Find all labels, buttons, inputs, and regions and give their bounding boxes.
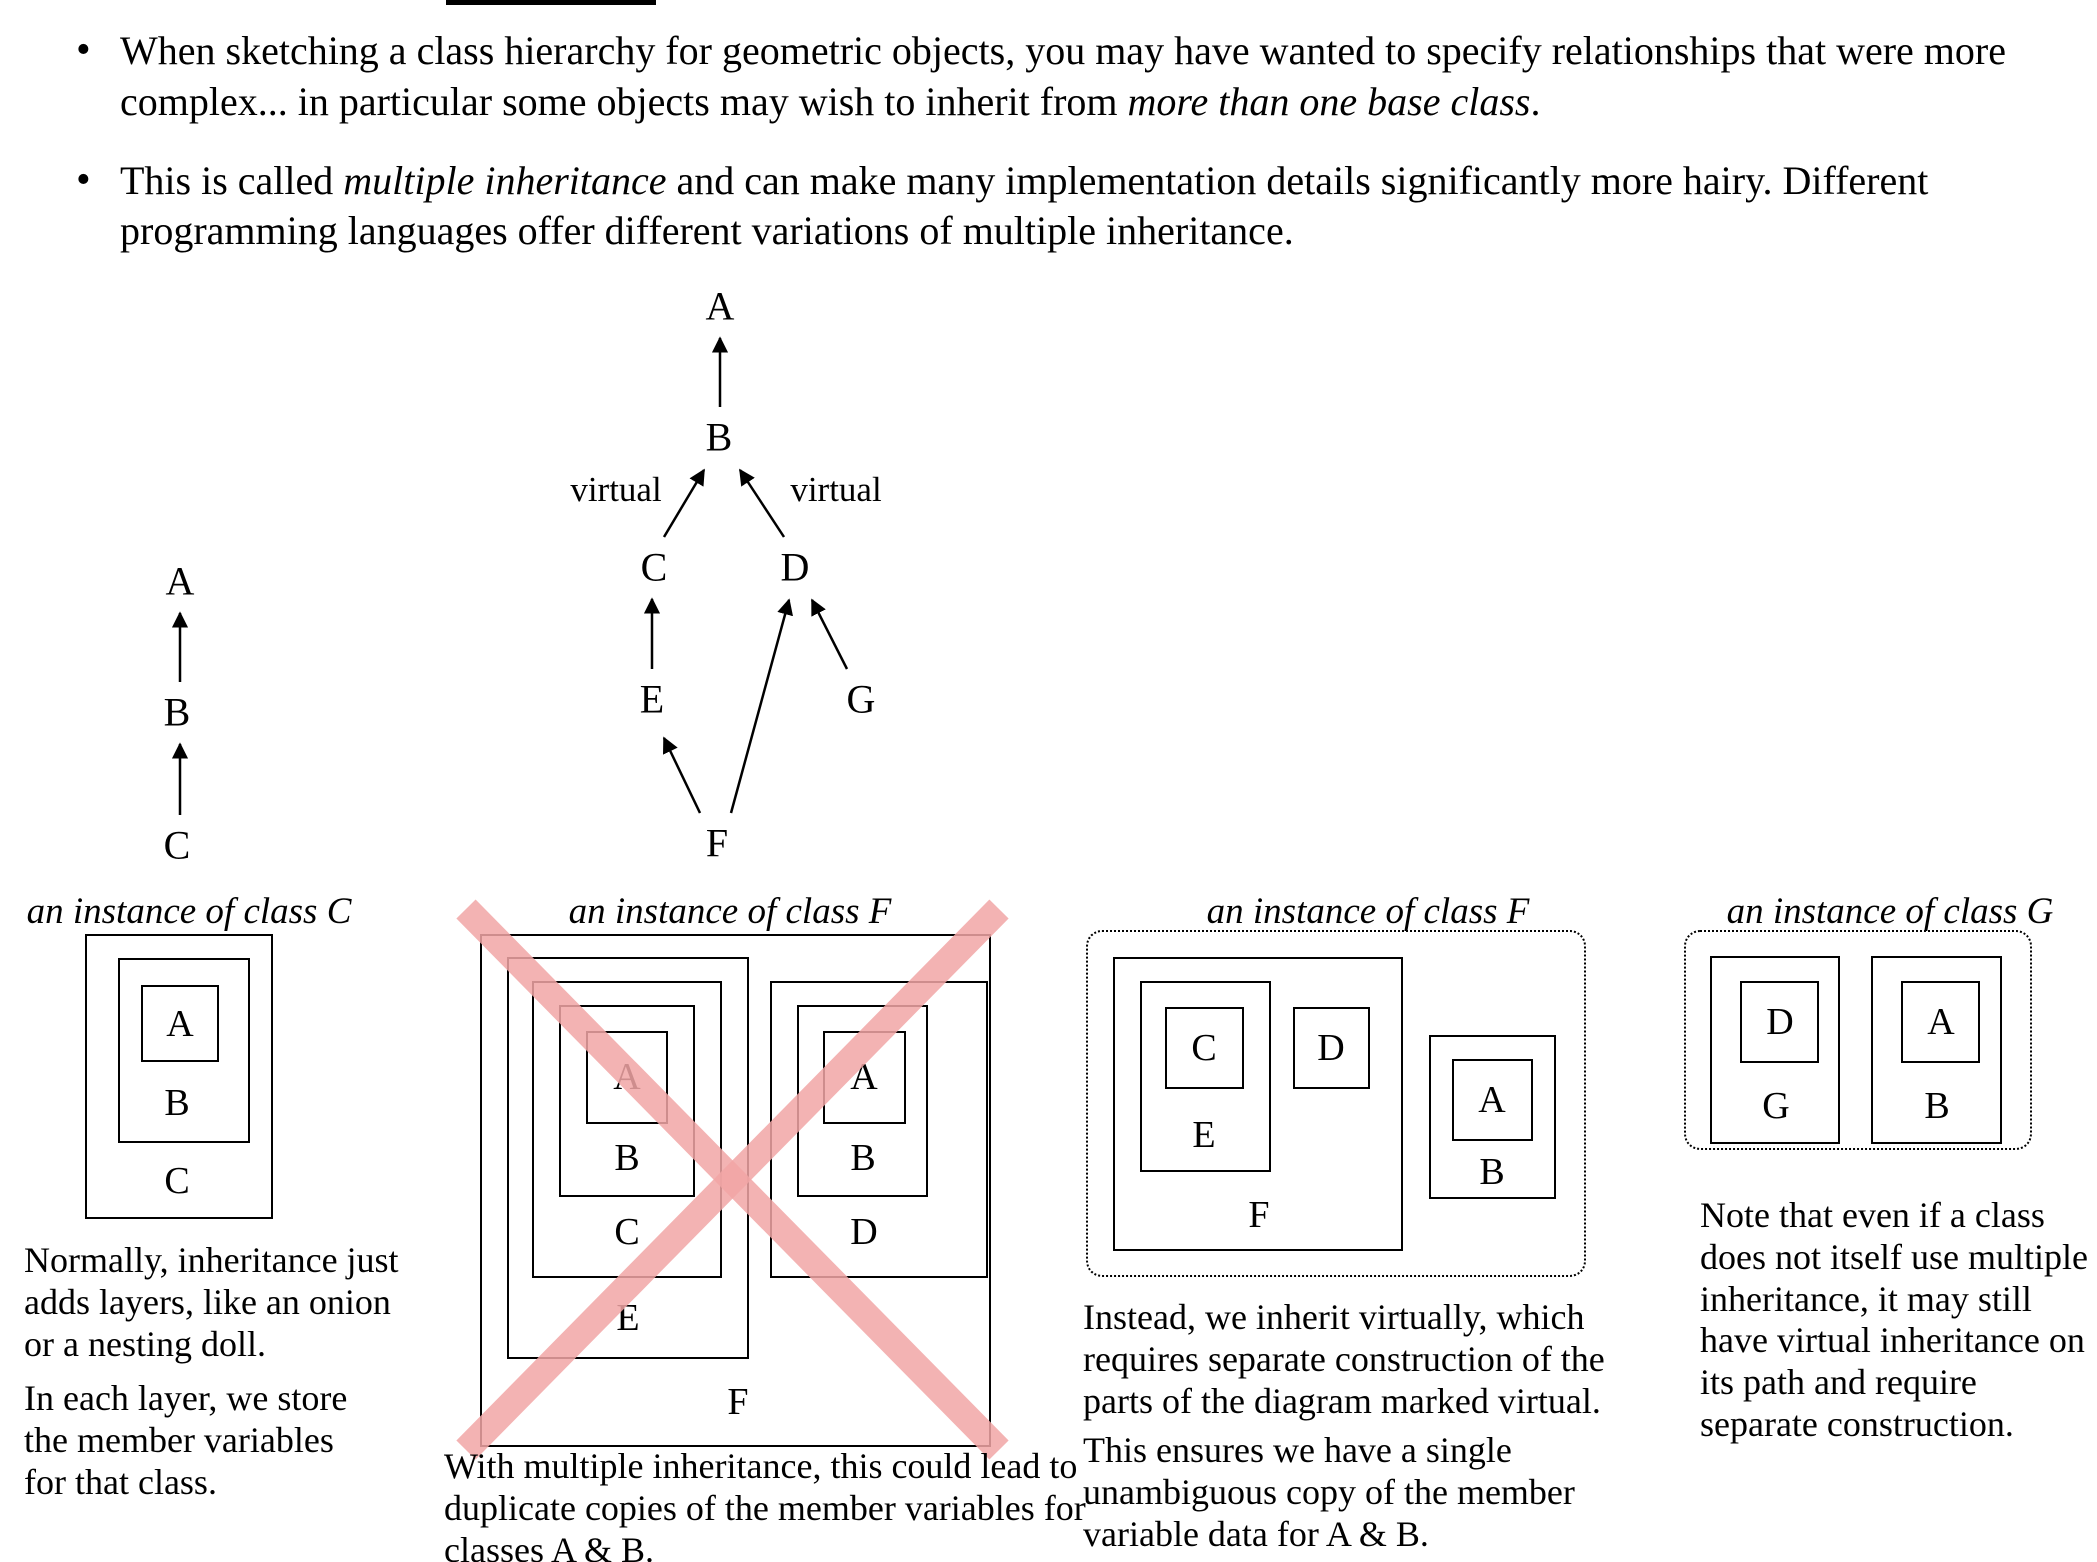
panel-f-crossed-title: an instance of class F (568, 891, 892, 932)
box-e (1140, 981, 1271, 1172)
bullet-2-tail: and can make many implementation details… (120, 157, 1929, 254)
box-c-label: C (1191, 1027, 1217, 1069)
panel-c-caption-1: Normally, inheritance just adds layers, … (24, 1240, 399, 1364)
box-g (1710, 956, 1840, 1144)
diamond-node-b: B (705, 414, 733, 460)
panel-g-caption: Note that even if a class does not itsel… (1700, 1195, 2088, 1444)
panel-c-title: an instance of class C (26, 891, 352, 932)
arrow-c-to-b-virtual (662, 468, 706, 538)
chain-node-a: A (165, 558, 195, 604)
box-a-label: A (166, 1003, 194, 1045)
box-a-right-label: A (850, 1056, 878, 1098)
box-e-label: E (1192, 1114, 1216, 1156)
arrow-d-to-b-virtual (738, 468, 786, 538)
box-a (141, 985, 219, 1062)
box-b (1429, 1035, 1556, 1199)
bullet-multiple-inheritance: This is called multiple inheritance and … (72, 154, 2067, 258)
diamond-node-e: E (639, 676, 665, 722)
chain-node-b: B (163, 689, 191, 735)
panel-instance-c: an instance of class C A B C Normally, i… (24, 890, 434, 1562)
box-g-label: G (1762, 1085, 1790, 1127)
box-c (85, 934, 273, 1219)
panel-g-title: an instance of class G (1726, 891, 2054, 932)
bullet-1-emphasis: more than one base class (1127, 78, 1531, 124)
box-f-label: F (727, 1381, 749, 1423)
box-d-label: D (1766, 1001, 1794, 1043)
diamond-node-f: F (705, 820, 729, 866)
virtual-label-right: virtual (790, 470, 882, 509)
box-b-label: B (1924, 1085, 1950, 1127)
box-b-right-label: B (850, 1137, 876, 1179)
box-a-label: A (1927, 1001, 1955, 1043)
box-a (1901, 981, 1980, 1063)
panel-instance-f-crossed: an instance of class F A B C E A B D F W… (444, 890, 1104, 1562)
arrow-f-to-e (662, 736, 702, 814)
arrow-f-to-d (729, 598, 793, 814)
diamond-node-d: D (780, 544, 810, 590)
box-d (1293, 1007, 1370, 1089)
virtual-label-left: virtual (570, 470, 662, 509)
panel-f-virtual-caption-2: This ensures we have a single unambiguou… (1083, 1430, 1575, 1554)
dotted-construction-region (1086, 930, 1586, 1277)
box-d (1740, 981, 1819, 1063)
box-a (1452, 1059, 1533, 1141)
arrow-g-to-d (810, 598, 849, 670)
box-f (1113, 957, 1403, 1251)
panel-c-caption-2: In each layer, we store the member varia… (24, 1378, 348, 1502)
diamond-node-c: C (640, 544, 668, 590)
box-f-label: F (1248, 1194, 1270, 1236)
box-b-label: B (164, 1082, 190, 1124)
panel-f-virtual-caption-1: Instead, we inherit virtually, which req… (1083, 1297, 1605, 1421)
box-b-label: B (1479, 1151, 1505, 1193)
box-d-label: D (850, 1211, 878, 1253)
box-a-left-label: A (613, 1056, 641, 1098)
panel-f-crossed-caption: With multiple inheritance, this could le… (444, 1446, 1086, 1562)
bullet-2-text: This is called (120, 157, 344, 203)
bullet-1-text: When sketching a class hierarchy for geo… (120, 28, 2006, 124)
box-e-label: E (616, 1297, 640, 1339)
box-c-label: C (164, 1160, 190, 1202)
box-c (1165, 1007, 1244, 1089)
box-b (1871, 956, 2002, 1144)
bullet-1-tail: . (1530, 78, 1541, 124)
box-b (118, 958, 250, 1143)
bullet-list: When sketching a class hierarchy for geo… (72, 24, 2067, 285)
box-a-label: A (1478, 1079, 1506, 1121)
diamond-node-a: A (705, 283, 735, 329)
diamond-node-g: G (846, 676, 876, 722)
chain-node-c: C (163, 822, 191, 868)
bullet-multiple-base-class: When sketching a class hierarchy for geo… (72, 24, 2067, 128)
panel-instance-f-virtual: an instance of class F C D E F A B Inste… (1083, 890, 1643, 1562)
box-b-left-label: B (614, 1137, 640, 1179)
panel-instance-g: an instance of class G D G A B Note that… (1680, 890, 2090, 1562)
box-c-label: C (614, 1211, 640, 1253)
dotted-construction-region (1684, 930, 2032, 1150)
panel-f-virtual-title: an instance of class F (1206, 891, 1530, 932)
cropped-heading-fragment (446, 0, 656, 5)
bullet-2-emphasis: multiple inheritance (343, 157, 667, 203)
box-d-label: D (1317, 1027, 1345, 1069)
